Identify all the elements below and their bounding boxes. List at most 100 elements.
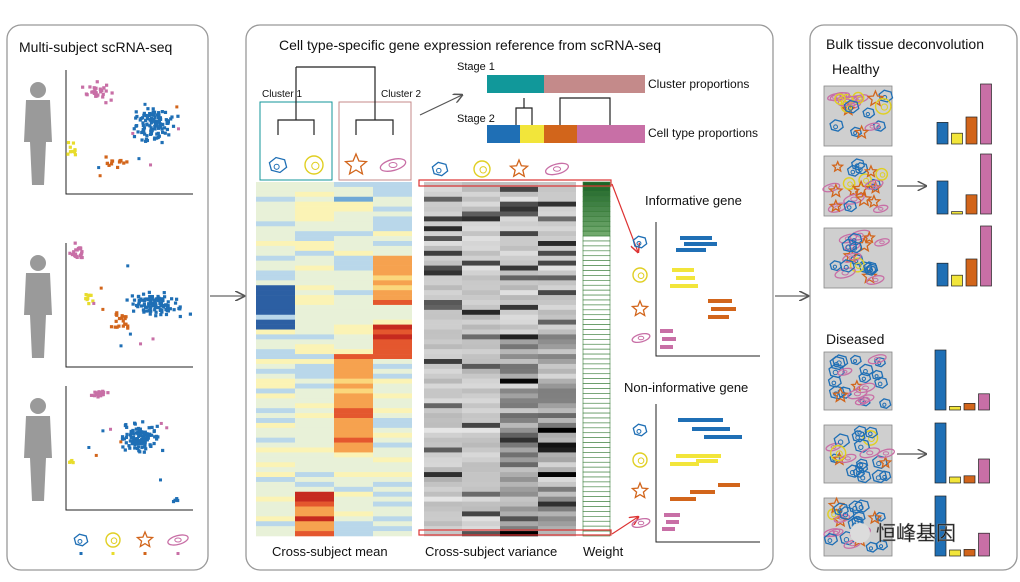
scatter-point <box>123 316 127 321</box>
mean-heatmap-cell <box>256 516 295 522</box>
mean-heatmap-cell <box>256 285 295 291</box>
pink-cell-nucleus-icon <box>849 542 856 547</box>
scatter-point <box>157 305 161 310</box>
variance-heatmap-cell <box>538 319 576 325</box>
proportion-bar <box>963 403 976 411</box>
mean-heatmap-cell <box>334 206 373 212</box>
variance-heatmap-cell <box>538 186 576 193</box>
scatter-point <box>134 110 138 114</box>
cross-subject-mean-heatmap <box>256 182 412 537</box>
variance-heatmap-cell <box>462 319 500 325</box>
variance-heatmap-cell <box>538 462 576 468</box>
scatter-point <box>86 296 90 300</box>
mean-heatmap-cell <box>334 427 373 434</box>
tissue-sample-thumbnail <box>823 424 895 484</box>
variance-heatmap-cell <box>538 383 576 389</box>
mean-heatmap-cell <box>256 260 295 266</box>
scatter-point <box>72 250 76 254</box>
scatter-point <box>140 442 144 446</box>
mean-heatmap-cell <box>295 196 334 202</box>
variance-heatmap-cell <box>500 457 538 463</box>
mean-heatmap-cell <box>334 265 373 271</box>
weight-cell <box>582 481 611 488</box>
variance-heatmap-cell <box>424 349 462 355</box>
stage-dendrogram <box>515 97 611 125</box>
scatter-point <box>130 431 135 435</box>
scatter-point <box>145 117 149 121</box>
variance-heatmap-cell <box>424 403 462 409</box>
blue-cell-icon <box>879 398 892 410</box>
scatter-point <box>100 393 104 397</box>
blue-cell-icon <box>843 99 860 114</box>
mean-heatmap-cell <box>373 255 412 261</box>
scatter-point <box>148 294 152 299</box>
variance-heatmap-cell <box>462 363 500 370</box>
scatter-point <box>157 298 161 303</box>
scatter-axes <box>65 386 193 511</box>
scatter-point <box>114 319 118 323</box>
variance-heatmap-cell <box>424 344 462 350</box>
variance-heatmap-cell <box>538 280 576 286</box>
orange-star-cell-icon <box>630 481 650 499</box>
weight-cell <box>582 245 611 252</box>
scatter-point <box>164 303 169 307</box>
scatter-point <box>154 310 158 314</box>
scatter-point <box>94 94 98 98</box>
mean-heatmap-cell <box>334 260 373 266</box>
mean-heatmap-cell <box>334 422 373 429</box>
scatter-point <box>168 307 172 311</box>
weight-cell <box>582 260 611 266</box>
scatter-point <box>104 101 108 105</box>
scatter-point <box>150 129 154 133</box>
scatter-point <box>159 421 163 425</box>
scatter-point <box>155 123 159 128</box>
variance-heatmap-cell <box>424 231 462 237</box>
scatter-point <box>153 127 157 131</box>
mean-heatmap-cell <box>256 481 295 488</box>
variance-heatmap-cell <box>538 437 576 443</box>
pink-cell-icon <box>847 388 868 400</box>
mean-heatmap-cell <box>334 250 373 257</box>
orange-star-cell-icon <box>853 124 870 140</box>
mean-heatmap-cell <box>295 191 334 198</box>
scatter-point <box>155 113 159 117</box>
mean-heatmap-cell <box>256 191 295 198</box>
variance-heatmap-cell <box>538 236 576 242</box>
orange-star-cell-icon <box>867 510 883 525</box>
blue-cell-icon <box>849 354 862 366</box>
scatter-point <box>131 428 135 433</box>
yellow-cell-nucleus-icon <box>311 161 320 170</box>
mean-heatmap-cell <box>373 437 412 443</box>
variance-heatmap-cell <box>462 418 500 424</box>
scatter-point <box>136 426 141 431</box>
variance-heatmap-cell <box>500 265 538 271</box>
weight-cell <box>582 309 611 316</box>
mean-heatmap-cell <box>256 531 295 537</box>
weight-cell <box>582 476 611 483</box>
mean-heatmap-cell <box>256 295 295 301</box>
mean-heatmap-cell <box>256 432 295 438</box>
scatter-point <box>141 123 145 128</box>
proportion-bar <box>949 406 961 411</box>
blue-cell-icon <box>864 426 879 439</box>
scatter-point <box>159 301 164 305</box>
pink-cell-nucleus-icon <box>873 356 881 362</box>
proportion-bar <box>949 476 961 484</box>
variance-heatmap-cell <box>462 280 500 286</box>
pink-cell-nucleus-icon <box>637 335 645 341</box>
variance-heatmap-cell <box>462 398 500 404</box>
scatter-point <box>160 308 164 313</box>
weight-cell <box>582 530 611 537</box>
blue-cell-nucleus-icon <box>882 402 887 407</box>
scatter-point <box>87 445 91 449</box>
variance-heatmap-cell <box>538 339 576 345</box>
variance-heatmap-cell <box>500 477 538 483</box>
weight-cell <box>582 398 611 404</box>
weight-cell <box>582 461 611 468</box>
variance-heatmap-cell <box>462 462 500 468</box>
variance-heatmap-cell <box>424 280 462 286</box>
scatter-point <box>145 309 149 313</box>
scatter-point <box>166 309 170 313</box>
scatter-point <box>143 305 148 309</box>
variance-heatmap-cell <box>538 221 576 227</box>
